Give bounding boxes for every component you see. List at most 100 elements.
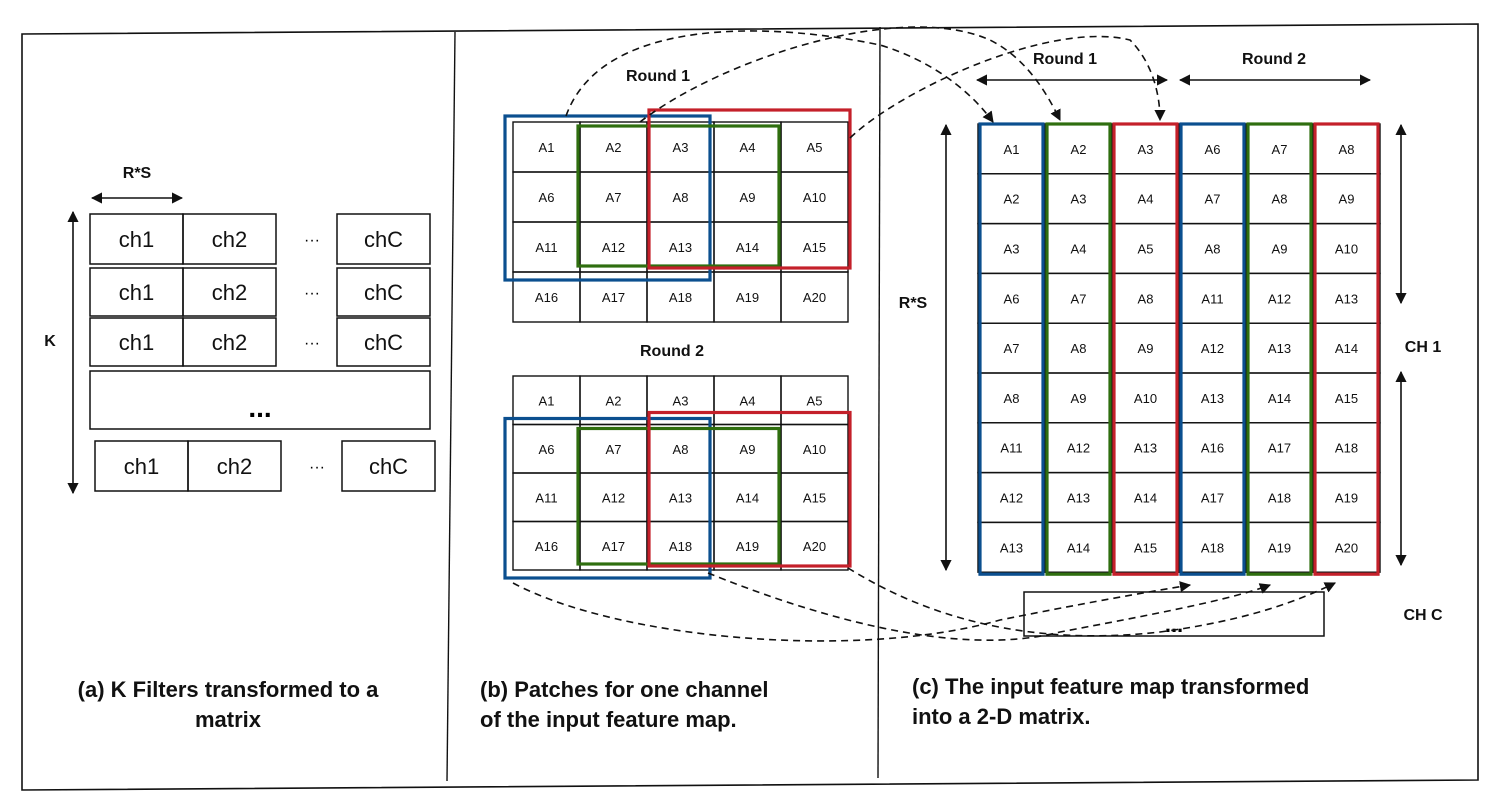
matrix-cell-label: A17 (1201, 491, 1224, 506)
map-arrow-blue-r2 (512, 581, 1192, 642)
matrix-cell-label: A16 (1201, 441, 1224, 456)
filter-dots: ··· (309, 459, 325, 476)
matrix-cell-label: A13 (1268, 341, 1291, 356)
grid-cell-label: A16 (535, 539, 558, 554)
grid-cell-label: A19 (736, 539, 759, 554)
grid-cell-label: A17 (602, 539, 625, 554)
matrix-cell-label: A8 (1272, 192, 1288, 207)
round2-blue-patch (503, 416, 712, 580)
caption-c-line2: into a 2-D matrix. (912, 704, 1090, 729)
matrix-cell-label: A15 (1134, 540, 1157, 555)
grid-cell-label: A17 (602, 290, 625, 305)
matrix-cell-label: A19 (1335, 491, 1358, 506)
filter-cell (336, 213, 431, 265)
grid-cell (780, 271, 849, 323)
grid-cell-label: A10 (803, 190, 826, 205)
matrix-cell-label: A18 (1335, 441, 1358, 456)
matrix-cell-label: A1 (1004, 142, 1020, 157)
matrix-column-blue-outline (1179, 122, 1246, 576)
round1-red-patch (647, 108, 852, 270)
matrix-cell-label: A3 (1004, 242, 1020, 257)
mapping-arrows (512, 26, 1337, 642)
matrix-column-green-outline (1045, 122, 1112, 576)
grid-cell-label: A14 (736, 240, 759, 255)
grid-cell-label: A6 (539, 190, 555, 205)
filter-dots: ··· (304, 285, 320, 302)
matrix-cell-label: A12 (1067, 441, 1090, 456)
matrix-cell-label: A13 (1000, 540, 1023, 555)
grid-cell-label: A16 (535, 290, 558, 305)
matrix-cell-label: A14 (1335, 341, 1358, 356)
grid-cell-label: A14 (736, 490, 759, 505)
chc-block (1023, 591, 1325, 637)
filter-cell-label: ch2 (212, 280, 247, 305)
matrix-cell-label: A4 (1138, 192, 1154, 207)
divider-b-c (877, 26, 881, 779)
grid-cell (780, 520, 849, 571)
filter-cell-label: ch2 (217, 454, 252, 479)
frame (21, 23, 1479, 791)
filter-dots: ··· (304, 232, 320, 249)
caption-b-line2: of the input feature map. (480, 707, 737, 732)
filter-cell (187, 440, 282, 492)
filter-cell-label: ch2 (212, 227, 247, 252)
map-arrow-blue-r1 (565, 30, 994, 123)
caption-a-line1: (a) K Filters transformed to a (78, 677, 379, 702)
grid-cell-label: A3 (673, 140, 689, 155)
map-arrow-green-r1 (639, 26, 1061, 123)
grid-cell-label: A20 (803, 290, 826, 305)
grid-cell-label: A13 (669, 240, 692, 255)
matrix-cell-label: A14 (1067, 540, 1090, 555)
grid-cell-label: A6 (539, 442, 555, 457)
matrix-cell-label: A7 (1272, 142, 1288, 157)
filter-dots: ··· (304, 335, 320, 352)
matrix-cell-label: A6 (1205, 142, 1221, 157)
matrix-column-blue-outline (978, 122, 1045, 576)
matrix-cell-label: A10 (1335, 242, 1358, 257)
filter-cell (182, 317, 277, 367)
ch1-label: CH 1 (1405, 339, 1442, 356)
round1-label-c: Round 1 (1033, 51, 1097, 68)
grid-cell-label: A5 (807, 140, 823, 155)
matrix-cell-label: A13 (1335, 291, 1358, 306)
rs-height-label: R*S (899, 295, 928, 312)
matrix-cell-label: A14 (1268, 391, 1291, 406)
matrix-cell-label: A7 (1205, 192, 1221, 207)
matrix-cell-label: A8 (1205, 242, 1221, 257)
grid-cell-label: A18 (669, 539, 692, 554)
round2-red-patch (647, 410, 852, 568)
matrix-cell-label: A7 (1071, 291, 1087, 306)
caption-c-line1: (c) The input feature map transformed (912, 674, 1309, 699)
matrix-cell (1312, 521, 1381, 573)
filter-row: ch1 ch2 ··· chC (89, 267, 431, 317)
grid-cell-label: A18 (669, 290, 692, 305)
matrix-cell-label: A10 (1134, 391, 1157, 406)
grid-cell-label: A4 (740, 393, 756, 408)
matrix-cell-label: A17 (1268, 441, 1291, 456)
filter-cell-label: ch1 (119, 280, 154, 305)
divider-a-b (446, 31, 456, 782)
grid-cell-label: A8 (673, 442, 689, 457)
rs-width-label: R*S (123, 165, 152, 182)
matrix-cell-label: A15 (1335, 391, 1358, 406)
round1-label-b: Round 1 (626, 68, 690, 85)
matrix-cell-label: A20 (1335, 540, 1358, 555)
matrix-cell-label: A18 (1201, 540, 1224, 555)
grid-cell-label: A9 (740, 190, 756, 205)
grid-cell-label: A10 (803, 442, 826, 457)
map-arrow-red-r1 (849, 35, 1166, 139)
map-arrow-red-r2 (847, 567, 1337, 637)
matrix-cell-label: A2 (1004, 192, 1020, 207)
grid-cell-label: A11 (535, 490, 557, 505)
grid-cell-label: A7 (606, 442, 622, 457)
filter-cell-label: chC (364, 280, 403, 305)
filter-cell (182, 213, 277, 265)
outer-border (21, 23, 1479, 791)
grid-cell-label: A15 (803, 240, 826, 255)
matrix-cell-label: A11 (1201, 291, 1223, 306)
